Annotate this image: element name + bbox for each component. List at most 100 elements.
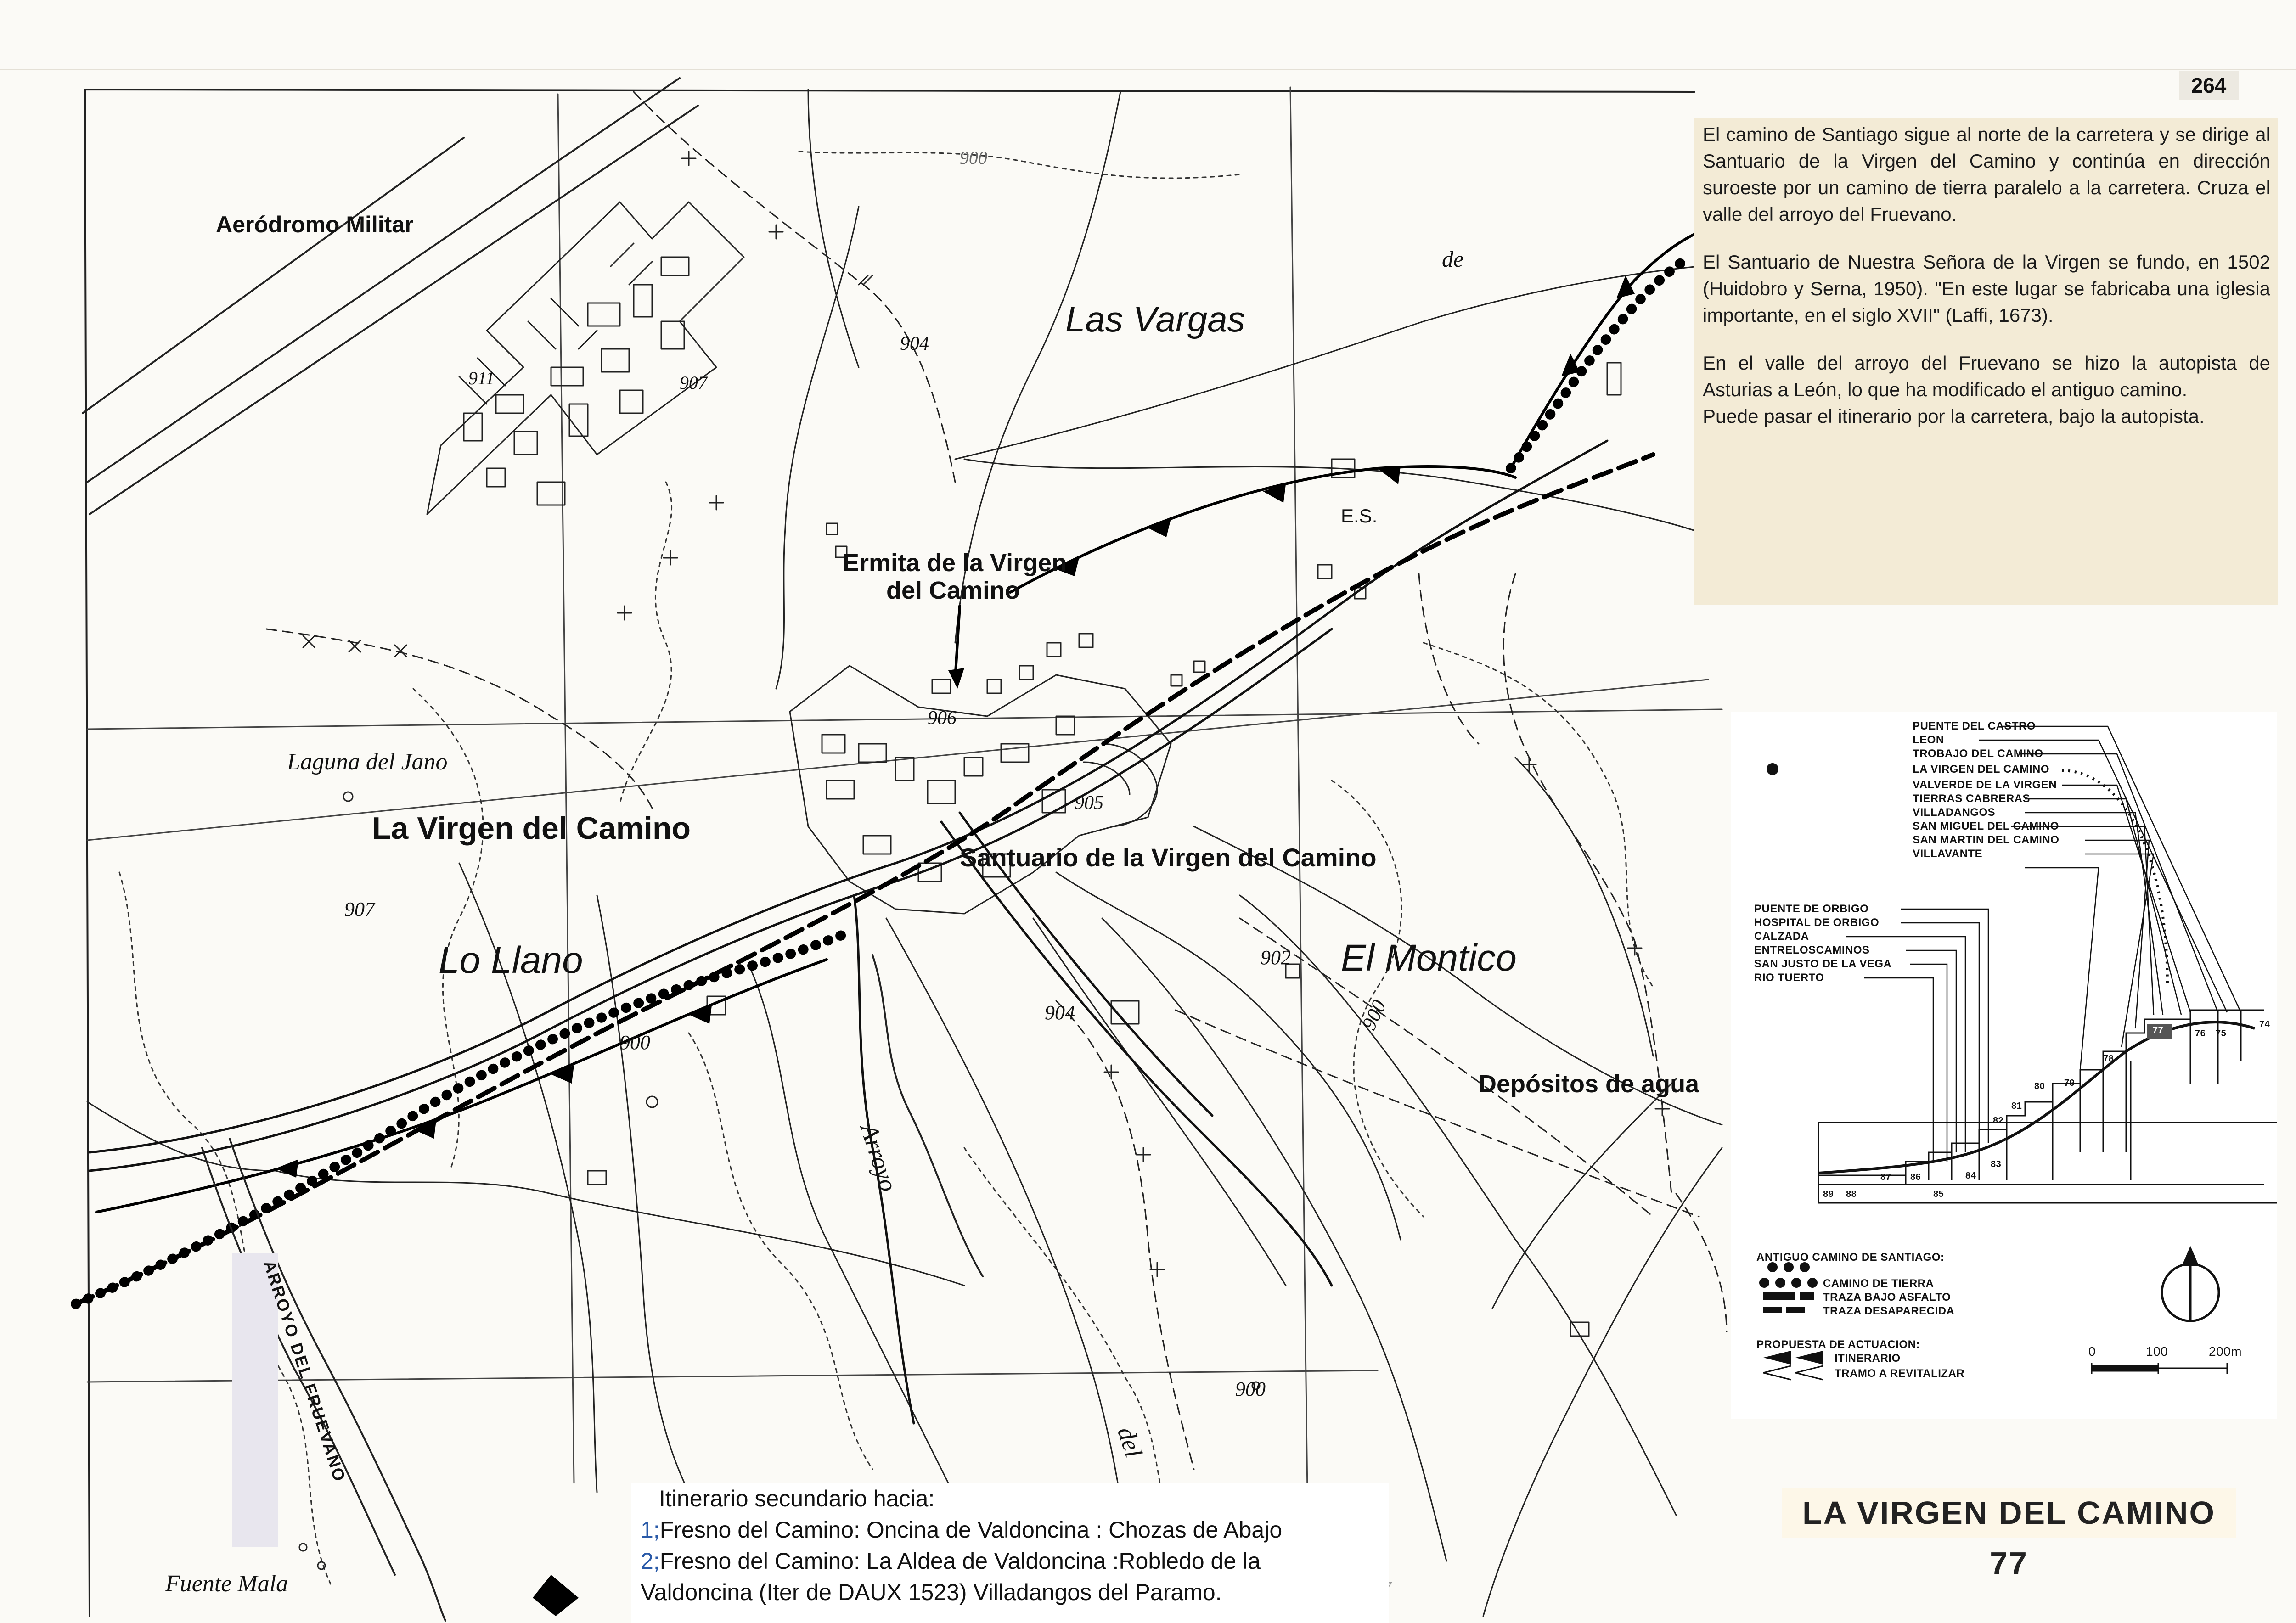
creek-name-badge: ARROYO DEL FRUEVANO	[232, 1253, 349, 1547]
itinerary-num-2: 2;	[641, 1548, 660, 1574]
sheet-79: 79	[2064, 1078, 2075, 1088]
label-lo-llano: Lo Llano	[439, 939, 583, 981]
sheet-78: 78	[2103, 1054, 2114, 1064]
scale-100: 100	[2146, 1344, 2168, 1359]
note-alternative: Puede pasar el itinerario por la carrete…	[1703, 405, 2205, 427]
town-tierras-cabreras: TIERRAS CABRERAS	[1913, 792, 2031, 805]
elevation-900-bottom: 900	[1235, 1378, 1266, 1400]
label-depositos: Depósitos de agua	[1479, 1070, 1699, 1098]
current-sheet-marker	[2147, 1024, 2172, 1039]
legend-glyphs	[1759, 1262, 1823, 1381]
description-panel: El camino de Santiago sigue al norte de …	[1694, 118, 2278, 605]
elevation-900-mid: 900	[620, 1031, 650, 1054]
sheet-81: 81	[2011, 1101, 2022, 1111]
note-santuario: El Santuario de Nuestra Señora de la Vir…	[1703, 251, 2270, 326]
elevation-907-left: 907	[344, 898, 375, 921]
itinerary-text-2: Fresno del Camino: La Aldea de Valdoncin…	[659, 1548, 1261, 1574]
sheet-82: 82	[1993, 1116, 2004, 1126]
map-point-marks	[298, 791, 1261, 1570]
legend-camino-tierra: CAMINO DE TIERRA	[1823, 1277, 1934, 1290]
scale-zero: 0	[2088, 1344, 2096, 1359]
label-ermita: Ermita de la Virgen	[843, 549, 1067, 577]
page-number: 264	[2179, 71, 2239, 100]
legend-tramo: TRAMO A REVITALIZAR	[1835, 1367, 1965, 1380]
scale-200m: 200m	[2209, 1344, 2242, 1359]
aerodrome-runway	[82, 77, 699, 515]
military-buildings	[426, 201, 745, 515]
legend-proposal-heading: PROPUESTA DE ACTUACION:	[1756, 1338, 1920, 1351]
contour-lines	[118, 151, 1654, 1585]
camino-de-tierra-west	[71, 927, 855, 1309]
sheet-75: 75	[2216, 1028, 2227, 1039]
sheet-80: 80	[2034, 1081, 2045, 1091]
label-town: La Virgen del Camino	[372, 811, 691, 846]
town-villavante: VILLAVANTE	[1913, 848, 1983, 860]
itinerary-line-3: Valdoncina (Iter de DAUX 1523) Villadang…	[641, 1579, 1222, 1605]
north-arrow	[2161, 1246, 2220, 1322]
sheet-89: 89	[1823, 1189, 1834, 1199]
town-san-miguel: SAN MIGUEL DEL CAMINO	[1913, 820, 2059, 832]
elevation-904-top: 904	[900, 333, 929, 354]
sheet-87: 87	[1880, 1172, 1891, 1182]
label-santuario: Santuario de la Virgen del Camino	[960, 843, 1377, 872]
town-san-justo: SAN JUSTO DE LA VEGA	[1754, 958, 1892, 970]
town-calzada: CALZADA	[1754, 930, 1809, 943]
legend-desaparecida: TRAZA DESAPARECIDA	[1823, 1305, 1955, 1317]
itinerary-text-1: Fresno del Camino: Oncina de Valdoncina …	[659, 1517, 1283, 1543]
sheet-77: 77	[2153, 1025, 2164, 1035]
sheet-76: 76	[2195, 1028, 2206, 1039]
itinerary-arrows	[95, 233, 1696, 1213]
itinerary-heading: Itinerario secundario hacia:	[659, 1486, 935, 1511]
secondary-itinerary-note: Itinerario secundario hacia: 1;Fresno de…	[631, 1483, 1389, 1623]
plate-title: LA VIRGEN DEL CAMINO 77	[1782, 1488, 2236, 1581]
town-rio-tuerto: RIO TUERTO	[1754, 972, 1824, 984]
note-route: El camino de Santiago sigue al norte de …	[1703, 124, 2270, 225]
diagram-graphics	[1759, 725, 2277, 1381]
tracks	[86, 89, 1723, 1617]
sheet-83: 83	[1991, 1159, 2002, 1169]
sheet-86: 86	[1910, 1172, 1921, 1182]
elevation-906: 906	[928, 708, 957, 729]
sheet-84: 84	[1965, 1171, 1976, 1181]
boundary-ticks	[302, 151, 1670, 1277]
elevation-907-top: 907	[680, 372, 707, 393]
label-de: de	[1442, 246, 1464, 272]
label-fuente-mala: Fuente Mala	[165, 1571, 288, 1597]
town-puente-del-castro: PUENTE DEL CASTRO	[1913, 720, 2036, 732]
elevation-911: 911	[468, 368, 495, 388]
label-el-montico: El Montico	[1341, 937, 1517, 979]
label-es: E.S.	[1341, 505, 1378, 527]
page-top-edge	[0, 69, 2296, 70]
camino-under-asphalt	[73, 452, 1655, 1306]
legend-itinerario: ITINERARIO	[1835, 1352, 1901, 1365]
arrow-heads	[276, 275, 1635, 1616]
itinerary-line-2: 2;Fresno del Camino: La Aldea de Valdonc…	[641, 1545, 1389, 1577]
town-san-martin: SAN MARTIN DEL CAMINO	[1913, 834, 2060, 846]
sheet-88: 88	[1846, 1189, 1857, 1199]
creek-fruevano	[201, 954, 984, 1622]
map-frame	[84, 89, 1695, 1617]
town-valverde: VALVERDE DE LA VIRGEN	[1913, 779, 2057, 791]
boundary-line	[265, 91, 1728, 1470]
main-road	[88, 439, 1609, 1425]
map-grid	[86, 86, 1723, 1608]
note-autopista: En el valle del arroyo del Fruevano se h…	[1703, 352, 2270, 400]
current-stage-dot	[1767, 763, 1778, 775]
camino-de-tierra-east	[1506, 252, 1695, 473]
elevation-905: 905	[1075, 792, 1103, 814]
diagram-baseline	[1818, 1122, 2277, 1204]
label-laguna: Laguna del Jano	[287, 749, 448, 775]
town-la-virgen: LA VIRGEN DEL CAMINO	[1913, 763, 2050, 775]
itinerary-line-1: 1;Fresno del Camino: Oncina de Valdoncin…	[641, 1514, 1389, 1545]
town-entreloscaminos: ENTRELOSCAMINOS	[1754, 944, 1870, 956]
town-hospital-de-orbigo: HOSPITAL DE ORBIGO	[1754, 916, 1880, 929]
elevation-900-top: 900	[960, 147, 987, 168]
legend-heading: ANTIGUO CAMINO DE SANTIAGO:	[1756, 1251, 1945, 1264]
elevation-902: 902	[1261, 946, 1291, 969]
town-puente-de-orbigo: PUENTE DE ORBIGO	[1754, 903, 1869, 915]
elevation-904-mid: 904	[1045, 1001, 1075, 1024]
route-index-diagram: PUENTE DEL CASTRO LEON TROBAJO DEL CAMIN…	[1731, 712, 2277, 1419]
sheet-85: 85	[1933, 1189, 1944, 1199]
label-aerodrome: Aeródromo Militar	[216, 212, 414, 237]
